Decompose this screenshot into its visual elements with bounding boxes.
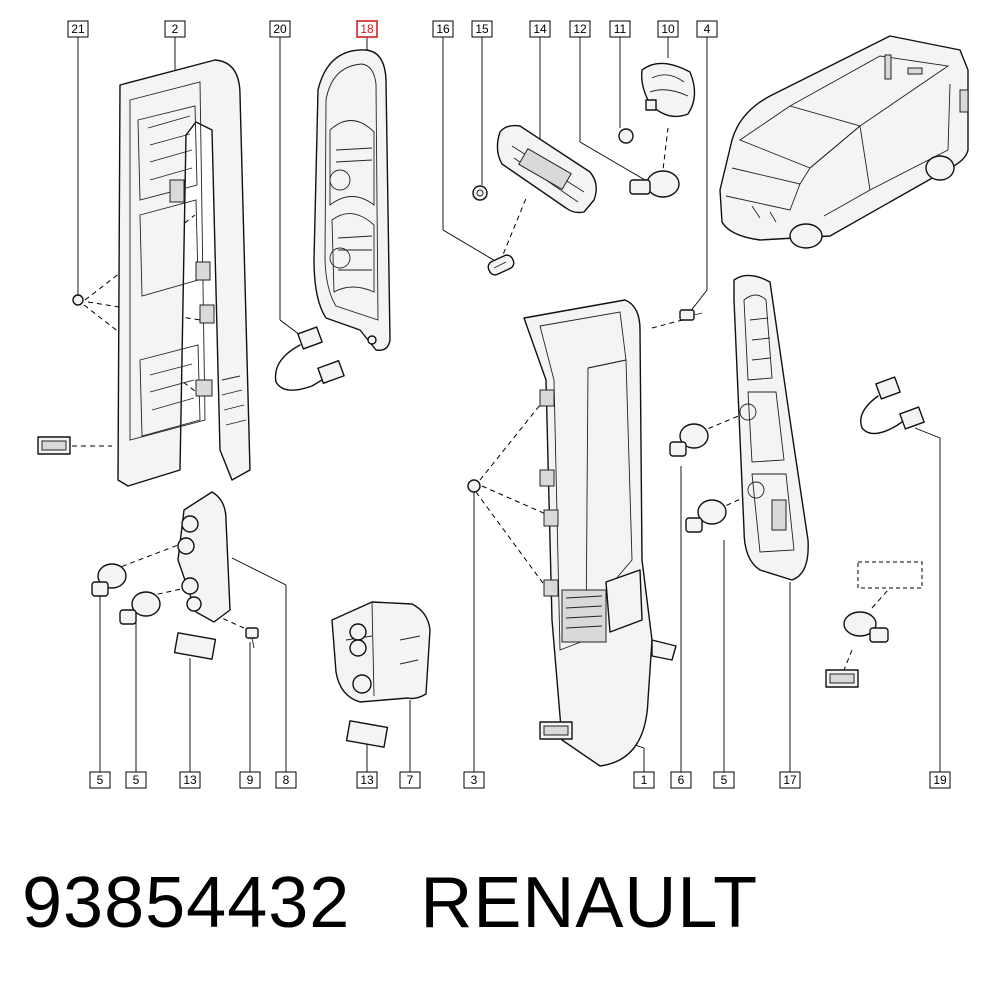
- part-4-screw: [679, 309, 703, 321]
- svg-text:13: 13: [183, 773, 197, 787]
- svg-text:3: 3: [471, 773, 478, 787]
- svg-text:9: 9: [247, 773, 254, 787]
- part-9-screw: [245, 627, 259, 649]
- part-13-plate-a: [173, 632, 217, 660]
- svg-text:16: 16: [436, 22, 450, 36]
- parts-diagram: 21 2 20 18 16 15 14 12 11 10 4 5 5 13 9 …: [37, 20, 969, 789]
- svg-text:1: 1: [641, 773, 648, 787]
- part-15-nut: [472, 185, 488, 201]
- callout-7: 7: [399, 771, 421, 789]
- callout-8: 8: [275, 771, 297, 789]
- label-box-dashed: [857, 561, 923, 589]
- callout-10: 10: [657, 20, 679, 38]
- svg-text:13: 13: [360, 773, 374, 787]
- svg-text:12: 12: [573, 22, 587, 36]
- svg-text:21: 21: [71, 22, 85, 36]
- part-6-bulb: [669, 423, 709, 457]
- callout-5-a: 5: [89, 771, 111, 789]
- svg-text:17: 17: [783, 773, 797, 787]
- svg-text:18: 18: [360, 22, 374, 36]
- svg-text:5: 5: [133, 773, 140, 787]
- brand-name: RENAULT: [420, 863, 759, 943]
- svg-text:5: 5: [721, 773, 728, 787]
- svg-text:19: 19: [933, 773, 947, 787]
- svg-text:8: 8: [283, 773, 290, 787]
- svg-text:10: 10: [661, 22, 675, 36]
- part-17-rear-lamp: [733, 274, 809, 581]
- part-19-wiring-connector: [860, 376, 925, 435]
- part-16-bulb: [487, 254, 515, 276]
- part-3-clip: [467, 479, 481, 493]
- part-11-nut: [618, 128, 634, 144]
- leader-lines: [77, 37, 941, 772]
- part-5-bulb-b: [119, 591, 161, 625]
- callout-16: 16: [432, 20, 454, 38]
- part-7-lamp-unit: [331, 601, 431, 703]
- callout-5-b: 5: [125, 771, 147, 789]
- callout-13-b: 13: [356, 771, 378, 789]
- svg-text:5: 5: [97, 773, 104, 787]
- callout-20: 20: [269, 20, 291, 38]
- part-2-rear-light-bracket: [72, 59, 251, 487]
- bulb-right-small: [843, 611, 889, 643]
- svg-text:11: 11: [614, 22, 627, 36]
- callout-15: 15: [471, 20, 493, 38]
- callout-1: 1: [633, 771, 655, 789]
- callout-3: 3: [463, 771, 485, 789]
- part-12-bulb: [629, 170, 680, 198]
- callout-12: 12: [569, 20, 591, 38]
- part-20-wiring-connector: [274, 326, 345, 391]
- part-5-bulb-c: [685, 499, 727, 533]
- part-5-bulb-a: [91, 563, 127, 597]
- callout-18: 18: [356, 20, 378, 38]
- svg-text:4: 4: [704, 22, 711, 36]
- van-illustration: [719, 35, 969, 249]
- callout-2: 2: [164, 20, 186, 38]
- part-8-bulb-holder: [177, 491, 231, 623]
- part-number: 93854432: [22, 863, 351, 943]
- part-1-lamp-housing: [523, 299, 677, 767]
- callout-13-a: 13: [179, 771, 201, 789]
- part-14-high-level-brake-light: [496, 124, 597, 214]
- part-13-plate-b: [345, 720, 389, 748]
- svg-text:2: 2: [172, 22, 179, 36]
- part-18-rear-lamp-lens: [313, 49, 391, 351]
- svg-text:15: 15: [475, 22, 489, 36]
- svg-text:7: 7: [407, 773, 414, 787]
- callout-14: 14: [529, 20, 551, 38]
- svg-text:6: 6: [678, 773, 685, 787]
- callout-5-c: 5: [713, 771, 735, 789]
- svg-text:14: 14: [533, 22, 547, 36]
- callout-9: 9: [239, 771, 261, 789]
- callout-21: 21: [67, 20, 89, 38]
- callout-17: 17: [779, 771, 801, 789]
- footer-caption: 93854432 RENAULT: [22, 858, 758, 948]
- part-10-side-repeater-lamp: [640, 62, 696, 118]
- svg-text:20: 20: [273, 22, 287, 36]
- callout-4: 4: [696, 20, 718, 38]
- callout-11: 11: [609, 20, 631, 38]
- callout-6: 6: [670, 771, 692, 789]
- callout-19: 19: [929, 771, 951, 789]
